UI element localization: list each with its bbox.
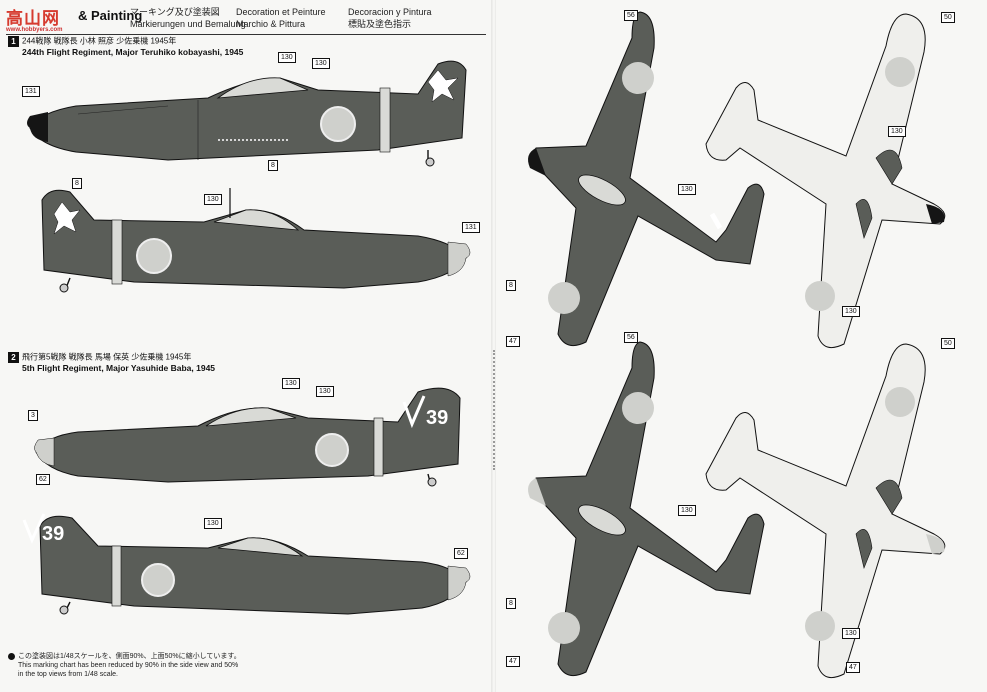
side-view-2	[41, 188, 471, 293]
side-view-4: 39	[22, 513, 471, 615]
bottom-view-scheme-2	[705, 343, 946, 679]
callout-8: 8	[268, 160, 278, 171]
tail-code-text-2: 39	[42, 523, 64, 545]
callout-47-b: 47	[506, 656, 520, 667]
callout-130-g: 130	[678, 184, 696, 195]
right-page: 56 50 130 130 8 47 130 56 50 130 8 47 13…	[496, 0, 987, 692]
callout-8-c: 8	[506, 280, 516, 291]
callout-50: 50	[941, 12, 955, 23]
callout-130-i: 130	[842, 306, 860, 317]
callout-131-b: 131	[462, 222, 480, 233]
callout-130-d: 130	[282, 378, 300, 389]
watermark-logo: 高山网 www.hobbyers.com	[6, 9, 63, 33]
callout-8-b: 8	[72, 178, 82, 189]
callout-47: 47	[506, 336, 520, 347]
callout-130-f: 130	[204, 518, 222, 529]
page-fold	[491, 0, 497, 692]
callout-131: 131	[22, 86, 40, 97]
callout-56: 56	[624, 10, 638, 21]
top-view-scheme-2	[528, 341, 765, 677]
callout-130-k: 130	[842, 628, 860, 639]
tail-code-text: 39	[426, 407, 448, 429]
callout-62: 62	[36, 474, 50, 485]
callout-62-b: 62	[454, 548, 468, 559]
top-view-scheme-1	[528, 11, 765, 347]
left-page: 高山网 www.hobbyers.com & Painting マーキング及び塗…	[0, 0, 492, 692]
side-view-1	[27, 60, 467, 167]
callout-56-b: 56	[624, 332, 638, 343]
reduction-note: この塗装図は1/48スケールを、側面90%、上面50%に縮小しています。 Thi…	[8, 652, 241, 679]
callout-130-j: 130	[678, 505, 696, 516]
fold-marks	[493, 350, 497, 470]
side-view-3: 39	[34, 387, 461, 487]
header-divider	[6, 34, 486, 35]
callout-130-c: 130	[204, 194, 222, 205]
page-title: & Painting	[78, 8, 143, 23]
bottom-view-scheme-1	[705, 13, 946, 349]
callout-130-e: 130	[316, 386, 334, 397]
callout-50-b: 50	[941, 338, 955, 349]
callout-130: 130	[278, 52, 296, 63]
callout-130-h: 130	[888, 126, 906, 137]
callout-47-c: 47	[846, 662, 860, 673]
callout-130-b: 130	[312, 58, 330, 69]
callout-8-d: 8	[506, 598, 516, 609]
callout-3: 3	[28, 410, 38, 421]
